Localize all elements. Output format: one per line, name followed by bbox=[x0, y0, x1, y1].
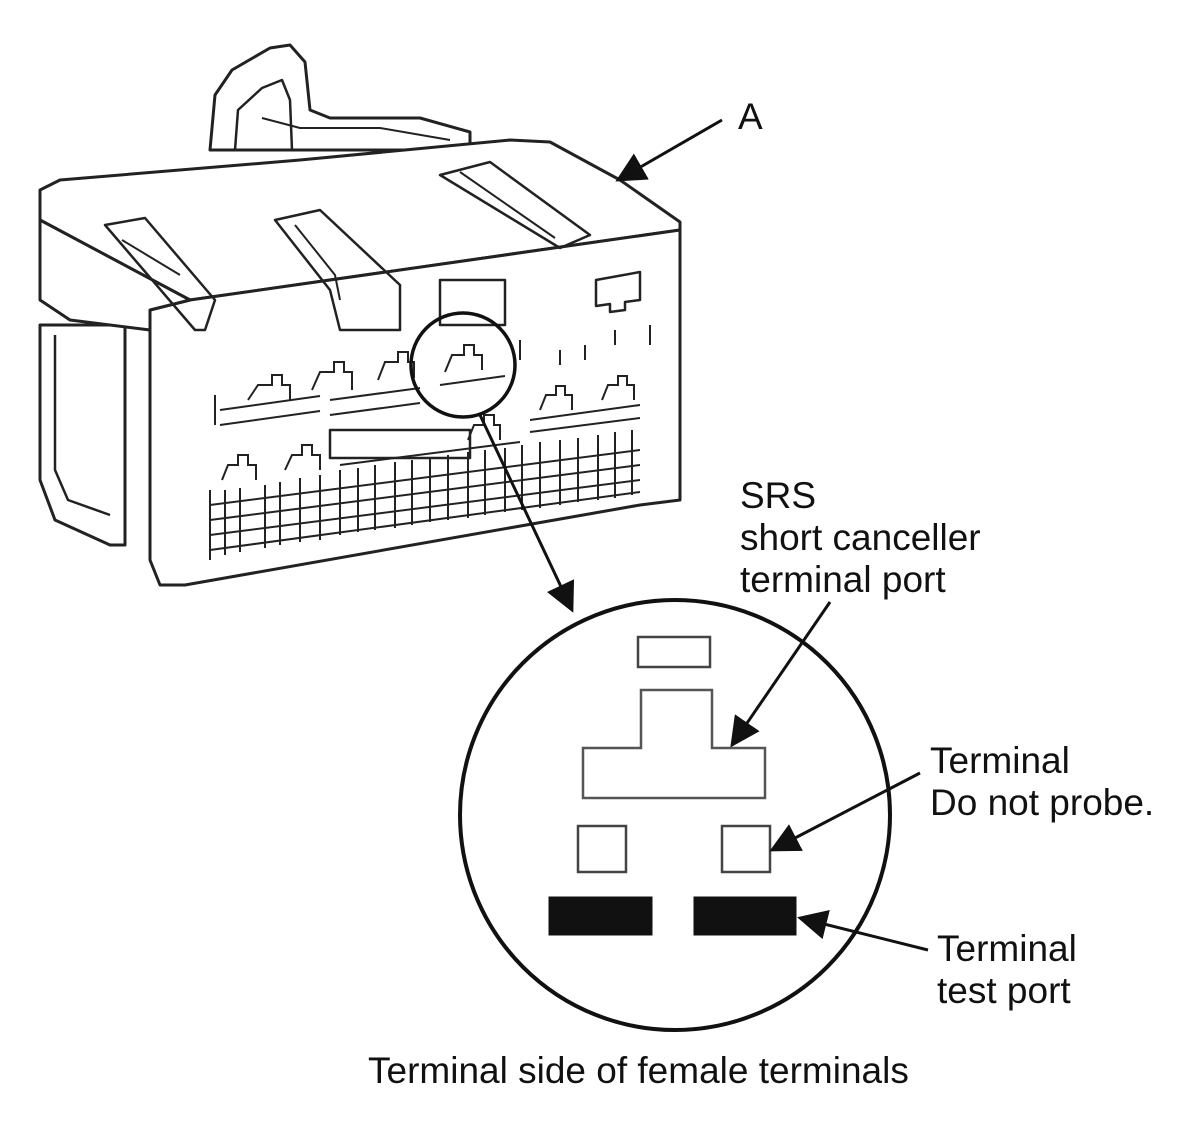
test-port-left bbox=[548, 896, 653, 936]
cavity-grid bbox=[209, 325, 651, 560]
srs-short-canceller-port bbox=[581, 688, 767, 800]
terminal-leader bbox=[769, 771, 921, 852]
test-port-label-line1: Terminal bbox=[937, 928, 1077, 969]
callout-a-label: A bbox=[738, 96, 763, 137]
srs-label-line2: short canceller bbox=[740, 517, 981, 558]
zoom-source-circle bbox=[409, 311, 517, 419]
zoom-arrow bbox=[478, 414, 575, 613]
terminal-do-not-probe-label: Terminal Do not probe. bbox=[930, 740, 1154, 824]
test-port-leader bbox=[797, 909, 929, 952]
srs-leader bbox=[730, 601, 832, 748]
side-latch bbox=[38, 323, 127, 547]
test-port-label-line2: test port bbox=[937, 970, 1071, 1011]
terminal-label-line1: Terminal bbox=[930, 740, 1070, 781]
connector-body bbox=[38, 43, 682, 587]
top-slot bbox=[636, 635, 712, 669]
terminal-label-line2: Do not probe. bbox=[930, 782, 1155, 823]
callout-a-arrow bbox=[615, 118, 723, 182]
diagram-caption: Terminal side of female terminals bbox=[368, 1050, 909, 1091]
terminal-right bbox=[720, 824, 772, 874]
test-port-right bbox=[693, 896, 797, 936]
lock-tab bbox=[208, 43, 472, 152]
srs-port-label: SRS short canceller terminal port bbox=[740, 475, 981, 601]
srs-label-line1: SRS bbox=[740, 475, 817, 516]
terminal-left bbox=[576, 824, 628, 874]
terminal-detail bbox=[458, 598, 892, 1032]
test-port-label: Terminal test port bbox=[937, 928, 1077, 1012]
srs-label-line3: terminal port bbox=[740, 559, 946, 600]
